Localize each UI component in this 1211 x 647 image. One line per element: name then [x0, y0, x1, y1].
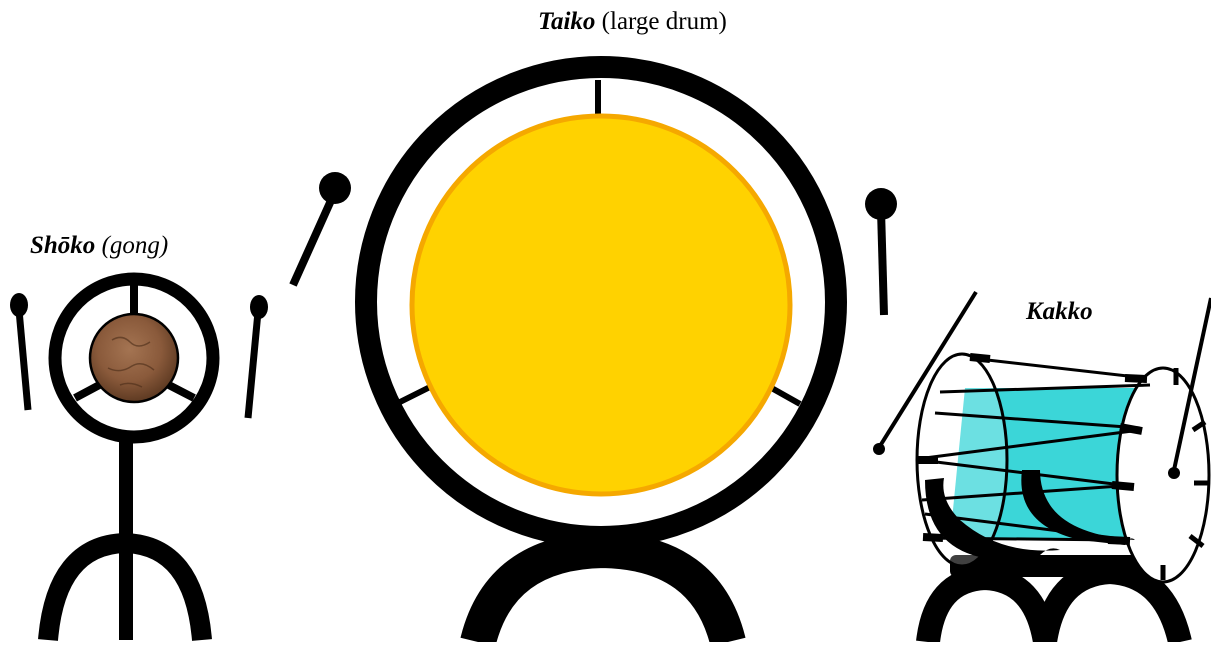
kakko-name: Kakko — [1026, 298, 1093, 325]
shoko-description: (gong) — [95, 232, 168, 259]
kakko-drumhead-right — [1117, 368, 1209, 582]
shoko-mallet-right — [248, 295, 268, 418]
shoko-label: Shōko (gong) — [30, 232, 168, 260]
kakko-instrument — [873, 292, 1211, 642]
taiko-instrument — [293, 67, 897, 642]
taiko-mallet-right — [865, 188, 897, 315]
taiko-name: Taiko — [538, 8, 595, 35]
kakko-label: Kakko — [1026, 298, 1093, 326]
taiko-label: Taiko (large drum) — [538, 8, 727, 36]
taiko-mallet-left — [293, 172, 351, 285]
taiko-drumhead — [412, 116, 790, 494]
shoko-mallet-left — [10, 293, 28, 410]
taiko-stand-arch — [478, 550, 728, 642]
shoko-instrument — [10, 279, 268, 640]
shoko-gong — [90, 314, 178, 402]
taiko-description: (large drum) — [595, 8, 726, 35]
shoko-name: Shōko — [30, 232, 95, 259]
taiko-spoke — [396, 386, 432, 404]
kakko-stand-arch-left — [928, 578, 1045, 642]
